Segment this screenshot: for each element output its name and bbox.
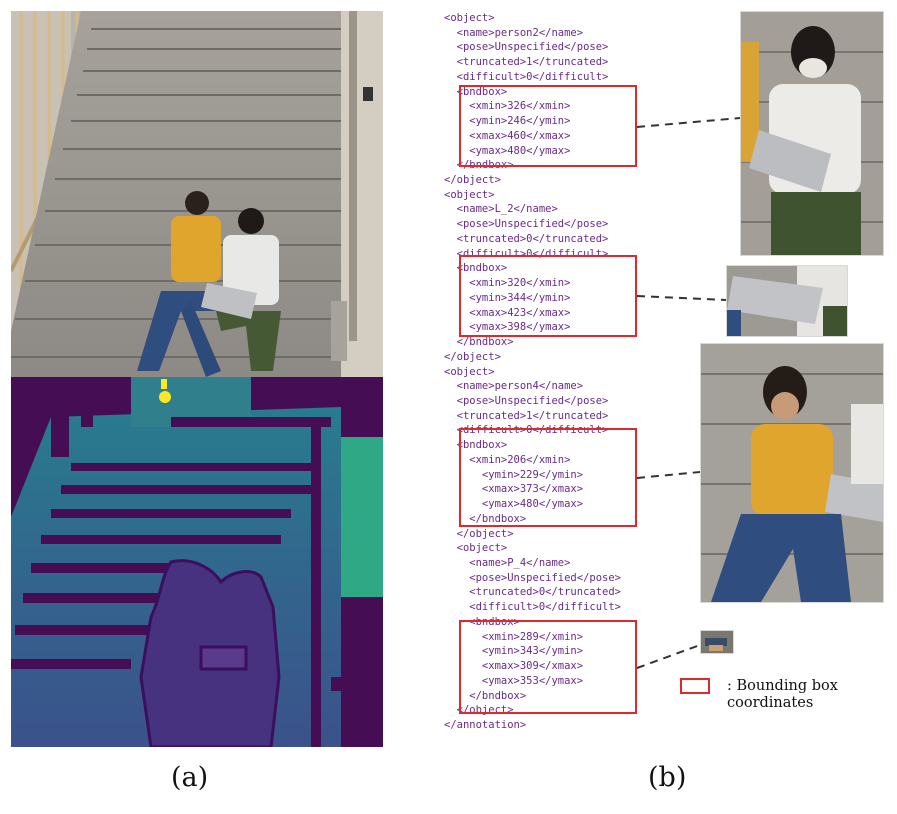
xml-line: <ymin>246</ymin> [444,115,571,128]
leader-line-person2 [636,117,741,128]
xml-line: <object> [444,188,495,201]
xml-line: <xmin>289</xmin> [444,630,584,643]
xml-line: <ymax>398</ymax> [444,321,571,334]
xml-line: <difficult>0</difficult> [444,70,609,83]
xml-line: </object> [444,527,514,540]
xml-line: </object> [444,350,501,363]
xml-line: </bndbox> [444,512,527,525]
xml-line: <ymin>343</ymin> [444,645,584,658]
rgb-stair-photo [11,11,383,377]
xml-line: <ymin>344</ymin> [444,291,571,304]
bndbox-frame-person2 [459,85,637,167]
xml-line: </object> [444,174,501,187]
xml-line: <bndbox> [444,85,508,98]
xml-line: <truncated>1</truncated> [444,56,609,69]
xml-line: <object> [444,542,508,555]
xml-line: <difficult>0</difficult> [444,601,622,614]
xml-line: <name>person4</name> [444,380,584,393]
xml-line: <pose>Unspecified</pose> [444,218,609,231]
crop-p4 [700,630,734,654]
xml-line: </annotation> [444,719,527,732]
xml-line: <name>person2</name> [444,26,584,39]
xml-line: <ymin>229</ymin> [444,468,584,481]
xml-line: <truncated>0</truncated> [444,586,622,599]
bndbox-frame-person4 [459,428,637,527]
bndbox-frame-l2 [459,255,637,337]
xml-line: <xmax>373</xmax> [444,483,584,496]
xml-line: <truncated>0</truncated> [444,232,609,245]
xml-line: <object> [444,12,495,24]
crop-l2 [726,265,848,337]
legend-swatch-bbox [680,678,710,694]
xml-line: <difficult>0</difficult> [444,424,609,437]
xml-line: <name>P_4</name> [444,557,571,569]
caption-b: (b) [648,762,687,793]
leader-line-person4 [636,471,701,479]
legend-label: : Bounding box coordinates [727,678,838,711]
caption-a: (a) [171,762,209,793]
xml-line: <name>L_2</name> [444,203,558,216]
xml-line: <bndbox> [444,439,508,452]
bndbox-frame-p4 [459,620,637,714]
xml-line: <ymax>480</ymax> [444,498,584,511]
xml-line: <ymax>353</ymax> [444,674,584,687]
xml-line: <pose>Unspecified</pose> [444,394,609,407]
xml-line: <xmax>423</xmax> [444,306,571,319]
xml-line: <xmin>320</xmin> [444,277,571,290]
xml-line: <truncated>1</truncated> [444,409,609,422]
xml-line: <pose>Unspecified</pose> [444,41,609,54]
depth-map-image [11,377,383,747]
crop-person4 [700,343,884,603]
xml-line: <xmax>309</xmax> [444,660,584,673]
xml-line: <ymax>480</ymax> [444,144,571,157]
xml-line: <pose>Unspecified</pose> [444,571,622,584]
xml-line: <bndbox> [444,262,508,275]
xml-line: </bndbox> [444,689,527,702]
crop-person2 [740,11,884,256]
leader-line-p4 [636,644,701,669]
xml-line: <xmin>206</xmin> [444,453,571,466]
leader-line-l2 [636,295,727,301]
xml-line: <object> [444,365,495,378]
xml-line: </bndbox> [444,336,514,349]
xml-line: <xmax>460</xmax> [444,129,571,142]
xml-line: <xmin>326</xmin> [444,100,571,113]
